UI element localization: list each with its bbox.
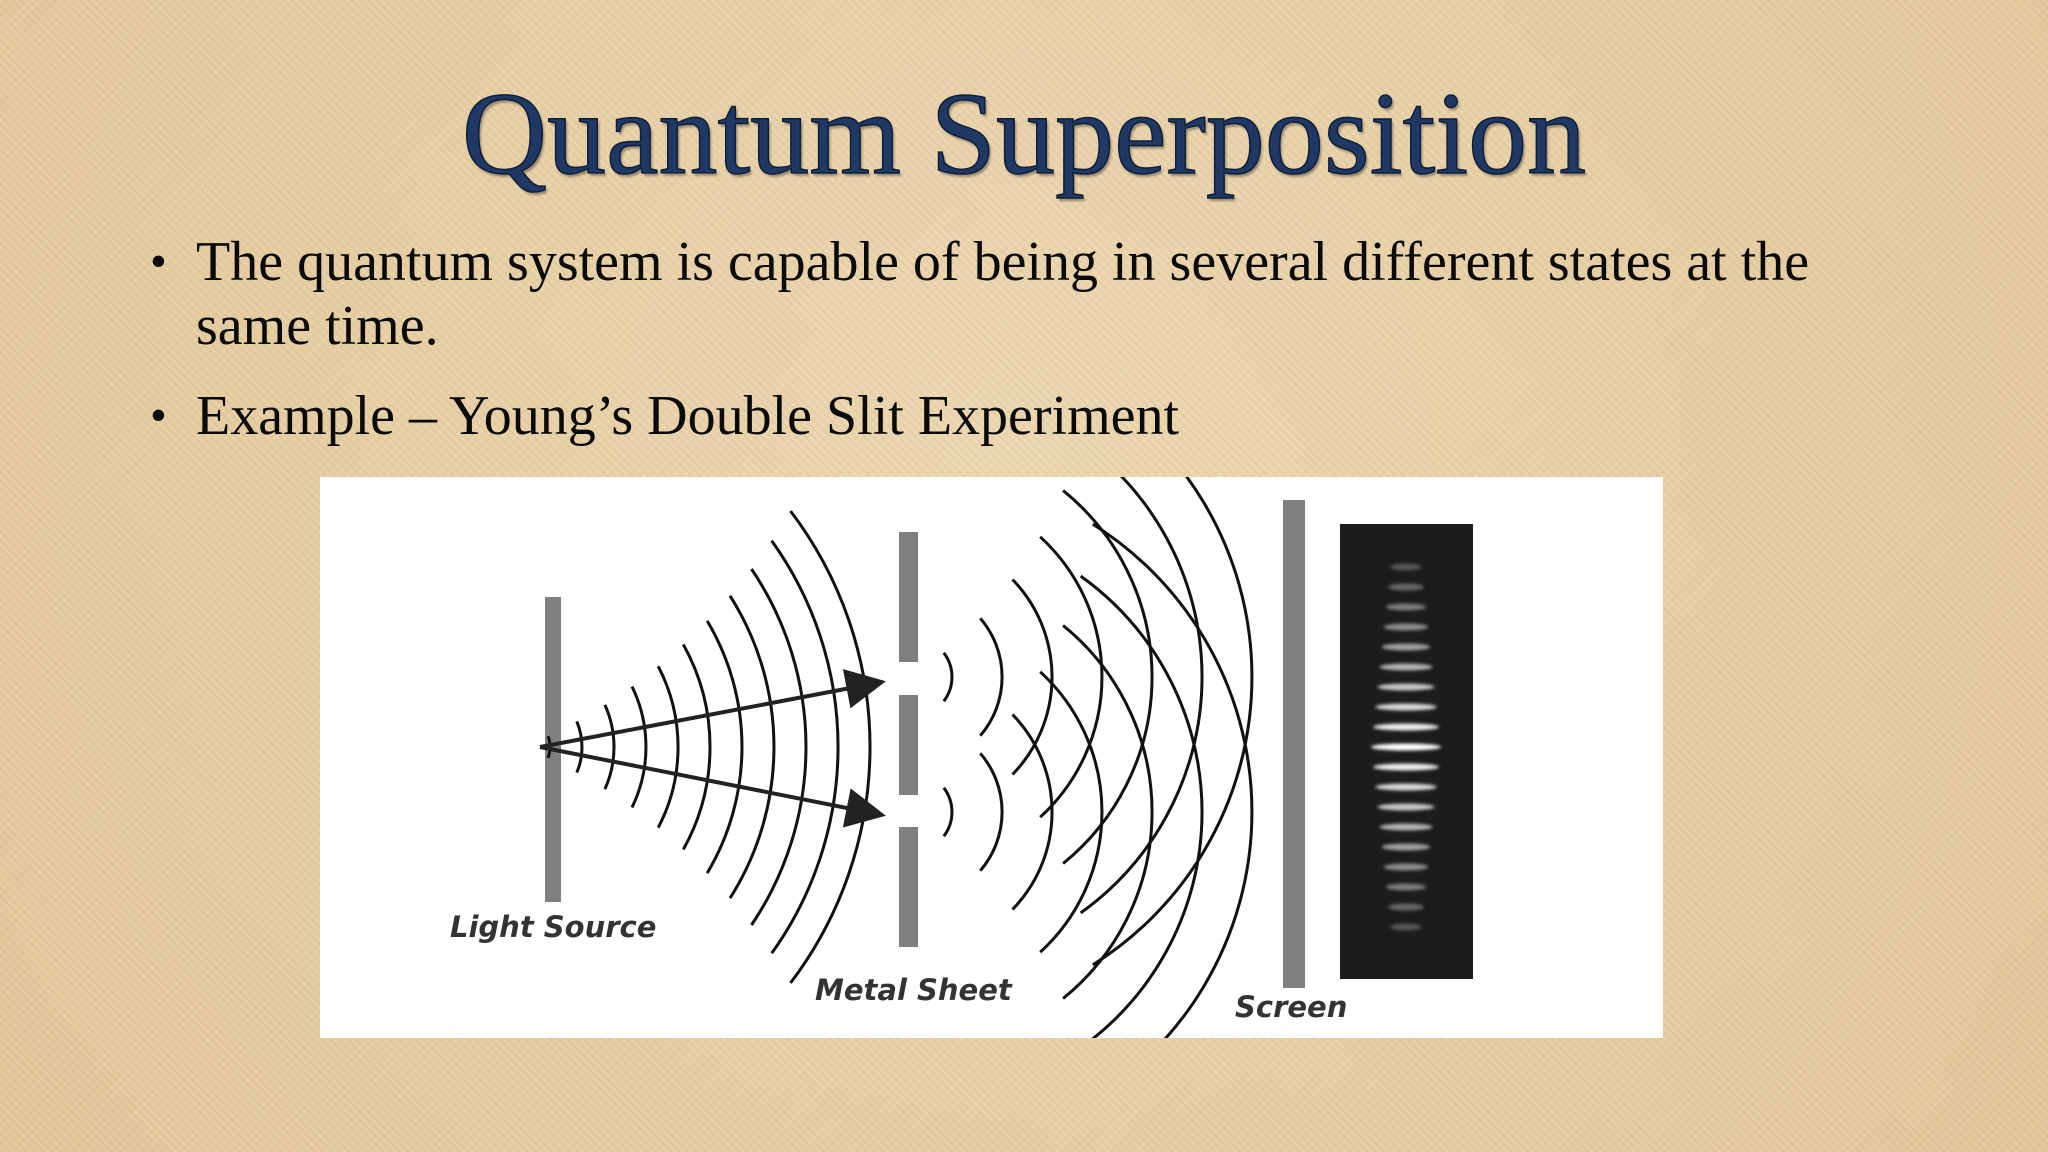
interference-fringe: [1375, 703, 1437, 711]
slit-wavefront: [1092, 477, 1254, 967]
slit-wavefront: [979, 752, 1004, 872]
interference-fringe: [1377, 683, 1435, 691]
interference-fringe: [1390, 923, 1422, 931]
interference-fringes: [1371, 563, 1441, 931]
slit-wavefront: [1062, 624, 1154, 1000]
interference-fringe: [1386, 603, 1426, 611]
bullet-list: The quantum system is capable of being i…: [150, 230, 1880, 474]
source-wavefront: [681, 643, 712, 851]
metal-sheet-middle: [899, 695, 918, 795]
source-wavefront: [750, 568, 808, 926]
slit-wavefront: [1079, 477, 1204, 915]
metal-sheet-top: [899, 532, 918, 662]
double-slit-diagram: Light Source Metal Sheet Screen: [320, 477, 1663, 1038]
slit-wavefront: [1039, 670, 1104, 954]
label-metal-sheet: Metal Sheet: [815, 973, 1013, 1007]
slit-wavefront: [1039, 535, 1104, 819]
source-wavefront: [770, 539, 840, 955]
source-wavefront: [603, 704, 616, 790]
slide-title: Quantum Superposition: [461, 68, 1587, 199]
interference-fringe: [1383, 623, 1429, 631]
interference-fringe: [1381, 843, 1431, 851]
source-wavefront: [630, 685, 648, 809]
source-wavefront: [656, 665, 680, 829]
slit-wavefront: [1079, 574, 1204, 1038]
interference-fringe: [1390, 563, 1422, 571]
arrow-to-upper-slit: [539, 669, 886, 749]
source-wavefront: [705, 620, 744, 874]
interference-panel: [1340, 524, 1473, 979]
source-wavefront: [789, 510, 872, 984]
slit-wavefront: [1092, 522, 1254, 1038]
interference-fringe: [1388, 903, 1424, 911]
source-wavefront: [728, 594, 776, 900]
bullet-item: The quantum system is capable of being i…: [150, 230, 1880, 358]
interference-fringe: [1379, 823, 1433, 831]
interference-fringe: [1383, 863, 1429, 871]
interference-fringe: [1377, 803, 1435, 811]
bullet-item: Example – Young’s Double Slit Experiment: [150, 384, 1880, 448]
double-slit-svg: Light Source Metal Sheet Screen: [450, 477, 1473, 1038]
label-screen: Screen: [1235, 990, 1347, 1024]
interference-fringe: [1373, 723, 1439, 731]
interference-fringe: [1371, 743, 1441, 751]
interference-fringe: [1381, 643, 1431, 651]
slit-wavefront: [942, 651, 954, 703]
interference-fringe: [1373, 763, 1439, 771]
interference-fringe: [1379, 663, 1433, 671]
label-light-source: Light Source: [450, 910, 656, 944]
interference-fringe: [1388, 583, 1424, 591]
slit-wavefront: [942, 786, 954, 838]
diffracted-wavefronts: [942, 477, 1254, 1038]
slit-wavefront: [979, 617, 1004, 737]
metal-sheet-bottom: [899, 827, 918, 947]
arrow-to-lower-slit: [539, 745, 886, 828]
screen-bar: [1283, 500, 1305, 988]
source-wavefronts: [546, 510, 872, 984]
slit-wavefront: [1011, 578, 1054, 776]
slit-wavefront: [1011, 713, 1054, 911]
interference-fringe: [1375, 783, 1437, 791]
interference-fringe: [1386, 883, 1426, 891]
slit-wavefront: [1062, 489, 1154, 865]
source-wavefront: [575, 720, 584, 774]
